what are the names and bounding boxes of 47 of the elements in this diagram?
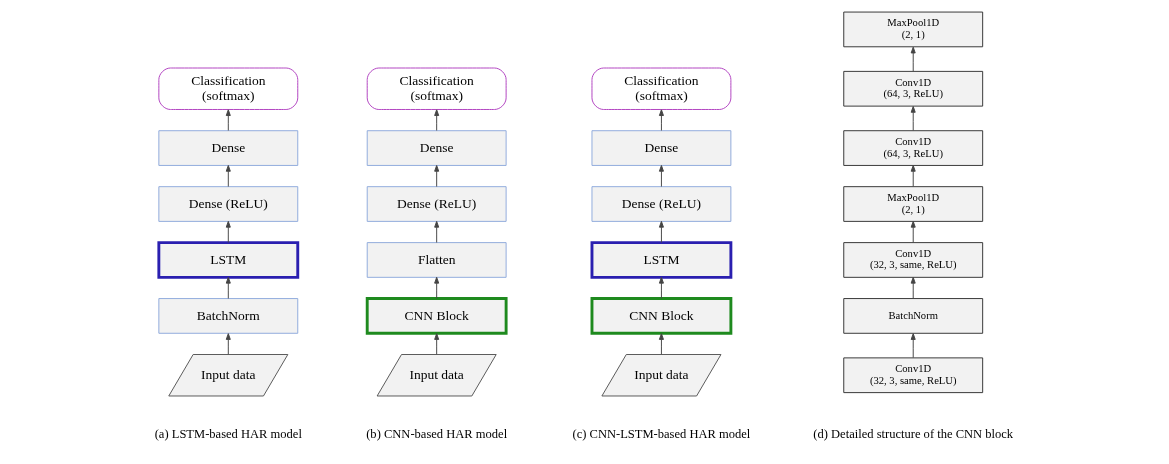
node-box: Dense (158, 130, 299, 166)
arrow (910, 164, 916, 188)
node-box: Dense (ReLU) (366, 186, 507, 222)
node-box: Conv1D (32, 3, same, ReLU) (843, 242, 984, 278)
label: (b) CNN-based HAR model (366, 426, 508, 441)
arrow (434, 109, 440, 131)
node-box: BatchNorm (158, 298, 299, 334)
node-box: LSTM (590, 241, 733, 279)
arrow (434, 220, 440, 243)
arrow (434, 276, 440, 299)
arrow (658, 109, 664, 131)
arrow (910, 333, 916, 359)
arrow (658, 333, 664, 355)
arrow (225, 220, 231, 243)
node-box: MaxPool1D (2, 1) (843, 11, 984, 48)
node-box: Classification (softmax) (591, 67, 732, 110)
node-box: LSTM (157, 241, 300, 279)
arrow (910, 220, 916, 243)
arrow (910, 106, 916, 131)
arrow (658, 276, 664, 299)
node-box: BatchNorm (843, 298, 984, 334)
arrow (434, 164, 440, 188)
node-box: Dense (591, 130, 732, 166)
arrow (225, 276, 231, 299)
node-box: Dense (366, 130, 507, 166)
node-box: Conv1D (64, 3, ReLU) (843, 130, 984, 166)
node-box: Conv1D (32, 3, same, ReLU) (843, 357, 984, 394)
label: (c) CNN-LSTM-based HAR model (572, 426, 751, 441)
arrow (225, 333, 231, 355)
node-box: Dense (ReLU) (158, 186, 299, 222)
node-box: MaxPool1D (2, 1) (843, 186, 984, 222)
node-box: Classification (softmax) (158, 67, 299, 110)
node-box: Conv1D (64, 3, ReLU) (843, 70, 984, 107)
arrow (434, 333, 440, 355)
node-box: CNN Block (590, 297, 733, 335)
arrow (910, 276, 916, 299)
arrow (658, 164, 664, 188)
label: (d) Detailed structure of the CNN block (813, 426, 1014, 441)
node-box: Flatten (366, 242, 507, 278)
arrow (225, 164, 231, 188)
node-box: CNN Block (365, 297, 508, 335)
arrow (225, 109, 231, 131)
arrow (658, 220, 664, 243)
node-box: Classification (softmax) (366, 67, 507, 110)
node-box: Dense (ReLU) (591, 186, 732, 222)
label: (a) LSTM-based HAR model (154, 426, 302, 441)
arrow (910, 46, 916, 72)
